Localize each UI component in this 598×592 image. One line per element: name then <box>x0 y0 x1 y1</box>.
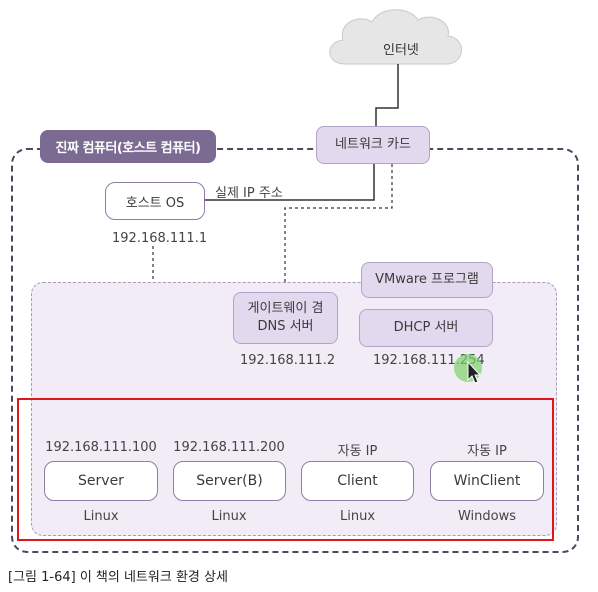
server-ip: 192.168.111.100 <box>45 440 157 455</box>
host-os-ip: 192.168.111.1 <box>112 231 208 246</box>
serverb-box: Server(B) <box>173 461 286 501</box>
network-card-box: 네트워크 카드 <box>316 126 430 164</box>
winclient-os: Windows <box>457 509 517 524</box>
serverb-os: Linux <box>211 509 247 524</box>
host-os-box: 호스트 OS <box>105 182 205 220</box>
serverb-ip: 192.168.111.200 <box>173 440 285 455</box>
winclient-ip: 자동 IP <box>467 444 507 459</box>
gateway-dns-box: 게이트웨이 겸 DNS 서버 <box>233 292 338 344</box>
mouse-cursor-icon <box>454 354 482 384</box>
client-box: Client <box>301 461 414 501</box>
vmware-program-box: VMware 프로그램 <box>361 262 493 298</box>
host-computer-frame <box>11 148 579 553</box>
internet-label: 인터넷 <box>383 43 419 58</box>
host-computer-title: 진짜 컴퓨터(호스트 컴퓨터) <box>40 130 216 163</box>
winclient-box: WinClient <box>430 461 544 501</box>
gateway-line1: 게이트웨이 겸 <box>247 301 324 317</box>
client-os: Linux <box>339 509 376 524</box>
real-ip-label: 실제 IP 주소 <box>215 186 283 201</box>
gateway-line2: DNS 서버 <box>257 319 314 334</box>
gateway-ip: 192.168.111.2 <box>240 353 336 368</box>
vm-highlight-frame <box>17 398 554 541</box>
wire-hostos-nic <box>205 164 375 201</box>
client-ip: 자동 IP <box>337 444 378 459</box>
server-os: Linux <box>83 509 119 524</box>
wire-nic-gateway <box>284 164 393 292</box>
figure-caption: [그림 1-64] 이 책의 네트워크 환경 상세 <box>8 570 228 585</box>
dhcp-server-box: DHCP 서버 <box>359 309 493 347</box>
wire-internet-nic <box>375 64 399 126</box>
server-box: Server <box>44 461 158 501</box>
internet-cloud-icon <box>329 9 462 65</box>
